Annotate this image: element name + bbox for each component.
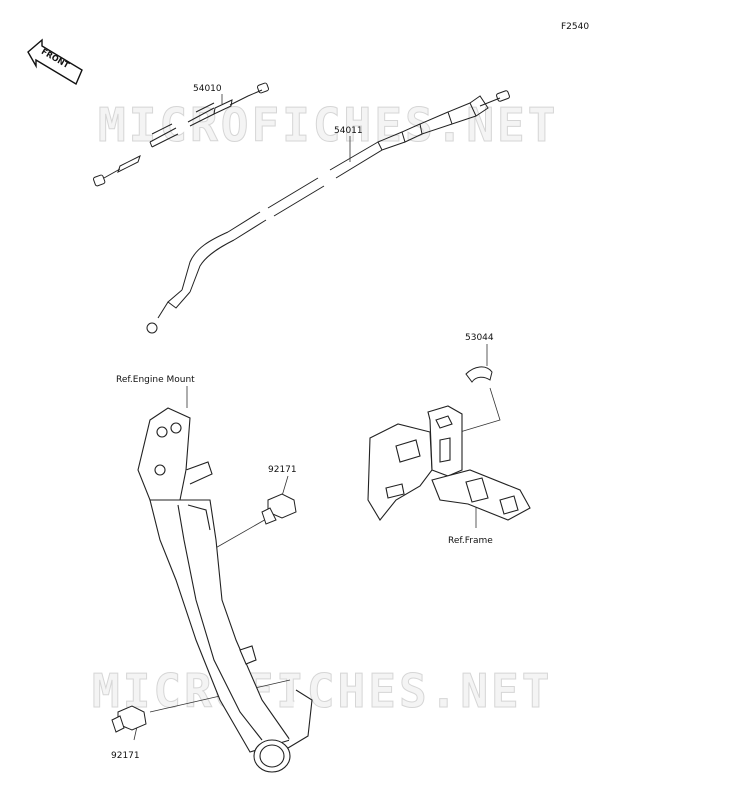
ref-engine-mount: Ref.Engine Mount	[116, 375, 195, 385]
engine-mount-bracket	[137, 407, 313, 773]
part-label-54011: 54011	[334, 126, 363, 136]
watermark-bottom: MICROFICHES.NET	[91, 664, 553, 719]
clamp-92171-bottom	[111, 705, 147, 733]
frame-section	[367, 405, 531, 521]
cable-54010	[92, 82, 270, 187]
part-label-53044: 53044	[465, 333, 494, 343]
part-label-92171-bottom: 92171	[111, 751, 140, 761]
clamp-92171-top	[261, 493, 297, 525]
grommet-53044	[465, 366, 493, 383]
front-arrow-icon	[27, 38, 83, 86]
figure-code: F2540	[561, 22, 590, 32]
part-label-92171-top: 92171	[268, 465, 297, 475]
cable-54011	[146, 90, 510, 334]
watermark-top: MICROFICHES.NET	[97, 98, 559, 153]
ref-frame: Ref.Frame	[448, 536, 493, 546]
part-label-54010: 54010	[193, 84, 222, 94]
